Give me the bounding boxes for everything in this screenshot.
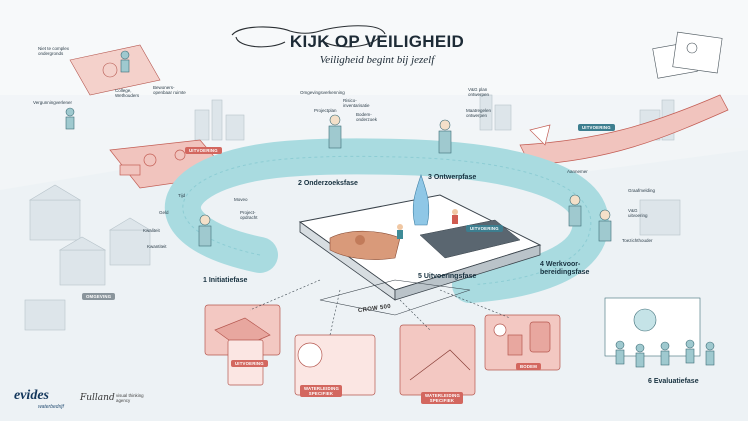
leader-lines bbox=[249, 279, 511, 336]
note-aannemer: Aannemer bbox=[567, 169, 588, 174]
phase-label-6: 6 Evaluatiefase bbox=[648, 378, 699, 385]
tag-omgeving: OMGEVING bbox=[82, 293, 116, 300]
phase-label-1: 1 Initiatiefase bbox=[203, 277, 248, 284]
agency-label: visual thinking agency bbox=[116, 393, 144, 403]
note-vg-plan: V&G plan ontwerpen bbox=[468, 87, 490, 97]
note-college: College, Wethouders bbox=[115, 88, 140, 98]
agency-signature: Fulland bbox=[80, 393, 115, 403]
note-maatregelen: Maatregelen ontwerpen bbox=[466, 108, 492, 118]
note-vergunning: Vergunningverlener bbox=[33, 100, 73, 105]
phase-label-3: 3 Ontwerpfase bbox=[428, 174, 477, 181]
phase-label-2: 2 Onderzoeksfase bbox=[298, 180, 358, 187]
people-sketches-top-left bbox=[65, 50, 130, 130]
note-kwantiteit: Kwantiteit bbox=[147, 244, 167, 249]
note-vg-uitvoering: V&G uitvoering bbox=[628, 208, 648, 218]
hazard-scene-bottom-right bbox=[484, 314, 561, 371]
evaluation-group bbox=[604, 297, 715, 368]
note-kwaliteit: Kwaliteit bbox=[143, 228, 160, 233]
evides-subtitle: waterbedrijf bbox=[38, 404, 64, 410]
page-subtitle: Veiligheid begint bij jezelf bbox=[319, 54, 435, 66]
note-omgevingsverkenning: Omgevingsverkenning bbox=[300, 90, 345, 95]
tag-waterleiding-1: WATERLEIDING SPECIFIEK bbox=[300, 385, 342, 397]
construction-scene-top-left bbox=[69, 44, 161, 96]
note-projectplan: Projectplan bbox=[314, 108, 337, 113]
phase-label-4: 4 Werkvoor- bereidingsfase bbox=[540, 261, 590, 276]
central-platform bbox=[298, 174, 542, 316]
hazard-scene-bottom-center bbox=[294, 324, 476, 396]
note-bewoners: Bewoners-openbaar ruimte bbox=[153, 85, 186, 95]
note-projectopdracht: Project-opdracht bbox=[240, 210, 258, 220]
tag-uitvoering-center: UITVOERING bbox=[466, 225, 503, 232]
tag-uitvoering-left: UITVOERING bbox=[185, 147, 222, 154]
tag-bodem: BODEM bbox=[516, 363, 541, 370]
documents-sketch bbox=[652, 31, 723, 79]
evides-logo: evides bbox=[14, 388, 49, 403]
note-graafmelding: Graafmelding bbox=[628, 188, 656, 193]
phase-label-5: 5 Uitvoeringsfase bbox=[418, 273, 477, 280]
tag-uitvoering-bottom: UITVOERING bbox=[231, 360, 268, 367]
note-risico: Risico-inventarisatie bbox=[343, 98, 370, 108]
note-complex: Niet te complex ondergronds bbox=[38, 46, 70, 56]
note-bodem: Bodem-onderzoek bbox=[356, 112, 378, 122]
phase-characters bbox=[198, 114, 612, 247]
tag-uitvoering-right: UITVOERING bbox=[578, 124, 615, 131]
note-tijd: Tijd bbox=[178, 193, 186, 198]
note-moveo: Moveo bbox=[234, 197, 248, 202]
glasses-icon bbox=[231, 25, 386, 48]
page-title: KIJK OP VEILIGHEID bbox=[289, 32, 465, 51]
excavation-illustration-right bbox=[519, 94, 729, 166]
note-toezichthouder: Toezichthouder bbox=[622, 238, 653, 243]
note-geld: Geld bbox=[159, 210, 169, 215]
tag-waterleiding-2: WATERLEIDING SPECIFIEK bbox=[421, 392, 463, 404]
